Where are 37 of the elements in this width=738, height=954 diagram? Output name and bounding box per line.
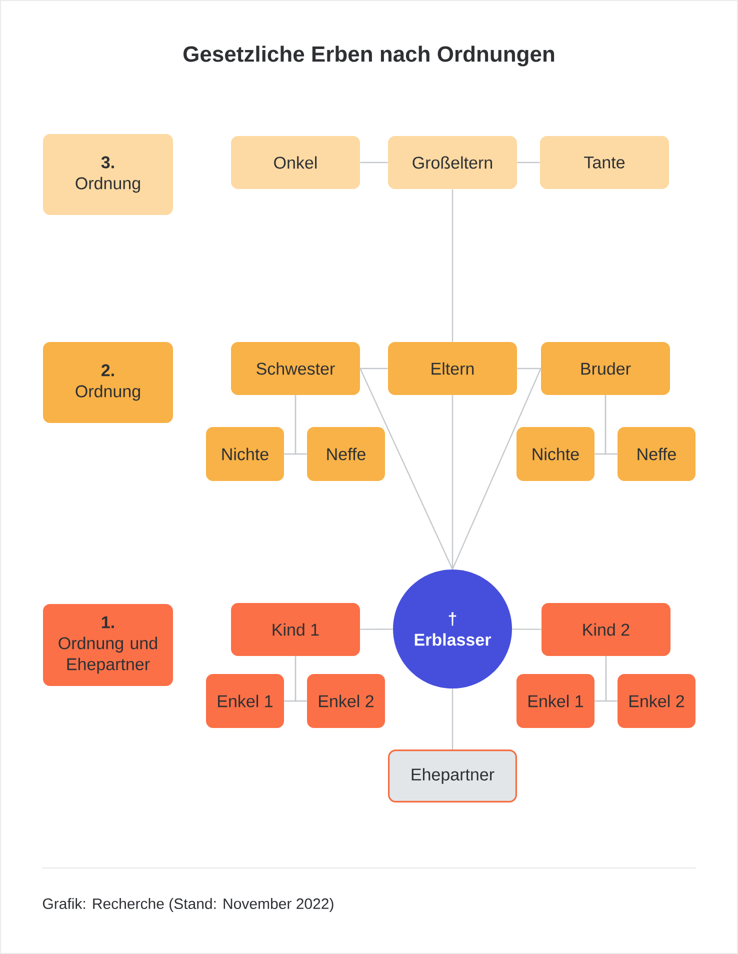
connector-line <box>360 368 454 570</box>
connector-line <box>360 628 393 630</box>
caption: Grafik: Recherche (Stand: November 2022) <box>42 898 334 912</box>
connector-line <box>294 395 307 455</box>
person-box: Neffe <box>618 427 696 481</box>
connector-line <box>452 189 454 342</box>
person-box: Enkel 1 <box>206 674 284 728</box>
connector-line <box>512 628 542 630</box>
order-label-box: 1. Ordnung und Ehepartner <box>43 604 173 686</box>
person-box: Nichte <box>516 427 594 481</box>
person-box: Tante <box>540 136 669 189</box>
person-box: Großeltern <box>388 136 517 189</box>
connector-line <box>604 395 618 455</box>
connector-line <box>517 368 541 370</box>
person-box: Eltern <box>388 342 517 395</box>
person-box: Enkel 2 <box>618 674 696 728</box>
connector-line <box>517 162 540 164</box>
person-box: Enkel 1 <box>516 674 594 728</box>
person-box: Neffe <box>307 427 385 481</box>
connector-line <box>452 688 454 750</box>
person-box: Nichte <box>206 427 284 481</box>
order-label-box: 2. Ordnung <box>43 342 173 423</box>
connector-line <box>294 656 307 702</box>
connector-line <box>452 395 454 570</box>
connector-line <box>360 368 388 370</box>
person-box: Enkel 2 <box>307 674 385 728</box>
order-label-box: 3. Ordnung <box>43 134 173 215</box>
connector-line <box>360 162 388 164</box>
connector-line <box>452 368 542 570</box>
person-box: Kind 1 <box>231 603 360 656</box>
connector-line <box>605 656 618 702</box>
person-box: Schwester <box>231 342 360 395</box>
person-box: Onkel <box>231 136 360 189</box>
person-box: Kind 2 <box>542 603 670 656</box>
person-box: Bruder <box>541 342 670 395</box>
title: Gesetzliche Erben nach Ordnungen <box>183 46 554 66</box>
person-box: Ehepartner <box>388 750 517 802</box>
